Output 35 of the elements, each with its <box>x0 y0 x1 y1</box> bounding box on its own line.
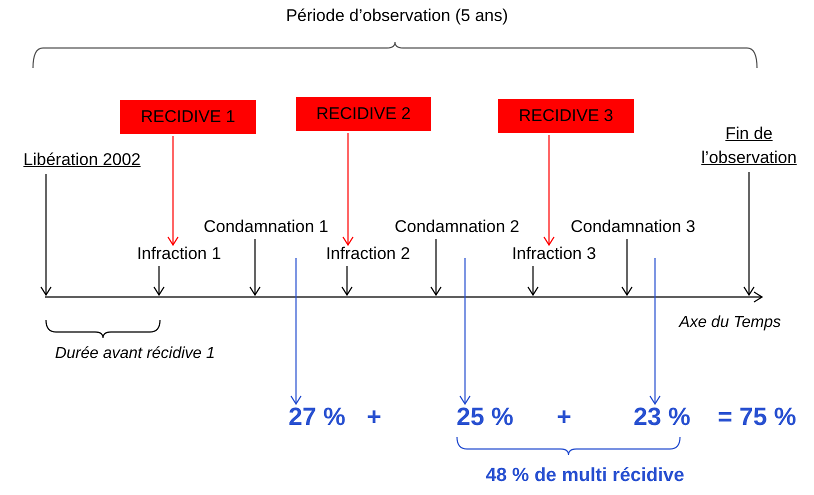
arrow <box>430 239 442 296</box>
arrow <box>621 239 633 296</box>
arrow <box>167 136 179 246</box>
event-label: Condamnation 2 <box>377 217 537 237</box>
event-label: Condamnation 3 <box>553 217 713 237</box>
arrow <box>40 174 52 296</box>
arrow <box>543 135 555 246</box>
arrow <box>341 266 353 296</box>
plus-sign: + <box>556 403 572 432</box>
arrow <box>249 239 261 296</box>
recidive-box: RECIDIVE 2 <box>296 97 431 131</box>
arrow <box>743 172 755 296</box>
event-label: Infraction 3 <box>500 244 608 264</box>
percentage-value: 23 % <box>627 403 697 432</box>
arrow <box>459 258 471 405</box>
event-label: Infraction 1 <box>125 244 233 264</box>
summary-label: 48 % de multi récidive <box>484 465 686 487</box>
arrow <box>153 266 165 296</box>
axis-label: Axe du Temps <box>678 314 782 332</box>
arrow <box>342 133 354 246</box>
arrow <box>649 258 661 405</box>
event-label: Infraction 2 <box>314 244 422 264</box>
arrow <box>290 258 302 405</box>
recidive-box: RECIDIVE 3 <box>498 99 634 133</box>
recidive-box: RECIDIVE 1 <box>120 100 256 134</box>
event-label: Fin de l’observation <box>684 122 814 170</box>
arrow <box>527 266 539 296</box>
plus-sign: + <box>366 403 382 432</box>
title: Période d’observation (5 ans) <box>284 6 510 26</box>
percentage-value: 25 % <box>450 403 520 432</box>
total-value: = 75 % <box>716 403 798 432</box>
event-label: Condamnation 1 <box>186 217 346 237</box>
duration-label: Durée avant récidive 1 <box>54 345 216 363</box>
event-label: Libération 2002 <box>7 148 157 172</box>
percentage-value: 27 % <box>282 403 352 432</box>
